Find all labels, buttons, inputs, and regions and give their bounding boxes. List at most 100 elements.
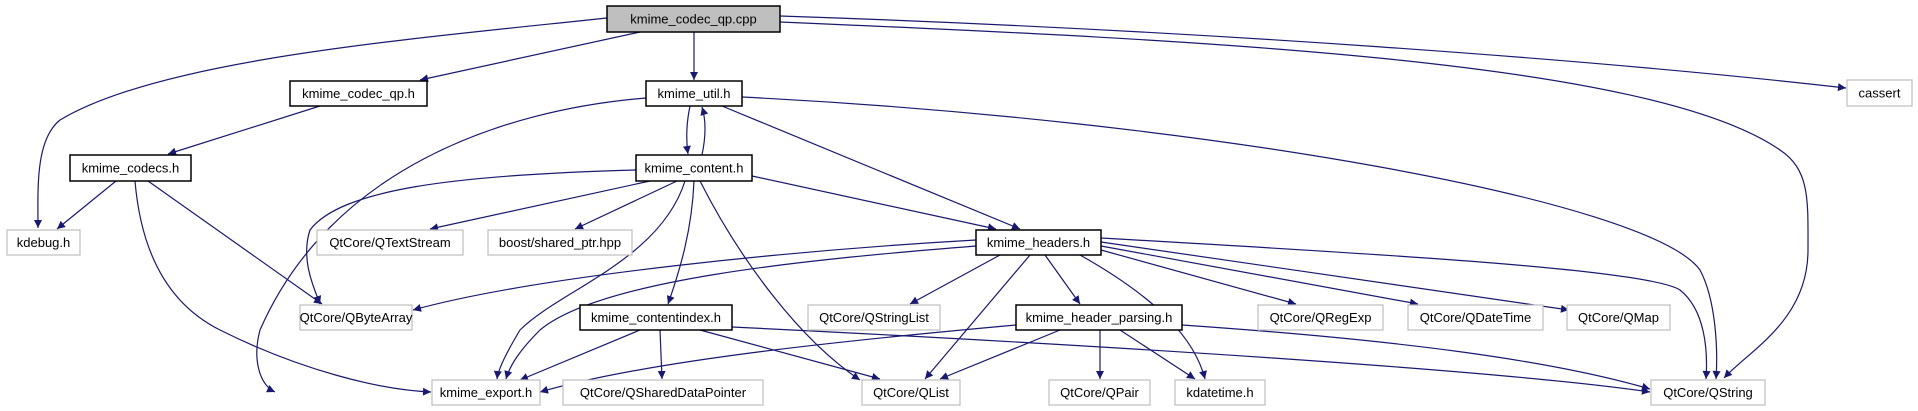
node-qregexp[interactable]: QtCore/QRegExp [1257,304,1384,331]
node-qtextstream[interactable]: QtCore/QTextStream [316,229,464,256]
node-label: kmime_content.h [645,161,744,176]
node-kdebug[interactable]: kdebug.h [6,229,81,256]
node-box [487,229,633,256]
node-qmap[interactable]: QtCore/QMap [1566,304,1671,331]
edge-util-to-headers [721,105,1021,230]
node-qstringlist[interactable]: QtCore/QStringList [807,304,941,331]
node-box [1566,304,1671,331]
edge-contentindex-to-qstring [731,326,1651,395]
node-kdatetime[interactable]: kdatetime.h [1174,379,1266,406]
node-qdatetime[interactable]: QtCore/QDateTime [1407,304,1544,331]
edge-codecs-to-kdebug [56,180,117,230]
node-label: kmime_codec_qp.cpp [630,12,756,27]
node-label: QtCore/QByteArray [300,310,413,325]
node-label: QtCore/QString [1663,385,1753,400]
node-box [1048,379,1151,406]
node-label: QtCore/QMap [1578,310,1659,325]
edge-headers-to-qstring [1100,237,1711,380]
edge-codecqp-to-codecs [167,105,321,156]
node-label: QtCore/QDateTime [1420,310,1532,325]
node-label: QtCore/QStringList [819,310,929,325]
node-label: QtCore/QPair [1060,385,1139,400]
node-qpair[interactable]: QtCore/QPair [1048,379,1151,406]
node-util[interactable]: kmime_util.h [645,80,743,107]
edge-content-to-util [700,106,709,156]
node-box [635,154,753,182]
node-content[interactable]: kmime_content.h [635,154,753,182]
node-label: kmime_headers.h [987,235,1090,250]
edge-contentindex-to-qshareddatapointer [657,329,666,380]
node-qbytearray[interactable]: QtCore/QByteArray [299,304,413,331]
node-headers[interactable]: kmime_headers.h [975,229,1102,256]
node-label: kdatetime.h [1186,385,1253,400]
node-box [606,5,781,33]
node-label: cassert [1859,86,1901,101]
edge-content-to-qtextstream [429,180,651,232]
edge-content-to-qbytearray [306,169,637,305]
edge-codecs-to-qbytearray [147,180,323,305]
node-label: QtCore/QTextStream [329,235,450,250]
edge-content-to-export [493,180,686,380]
nodes-layer: kmime_codec_qp.cpp kmime_codec_qp.h kmime_… [6,5,1913,406]
node-contentindex[interactable]: kmime_contentindex.h [579,304,733,331]
edge-contentindex-to-export [519,329,641,381]
node-headerparsing[interactable]: kmime_header_parsing.h [1015,304,1183,331]
node-qlist[interactable]: QtCore/QList [861,379,961,406]
node-label: QtCore/QSharedDataPointer [580,385,747,400]
node-box [431,379,541,406]
node-box [299,304,413,331]
node-label: boost/shared_ptr.hpp [499,235,621,250]
node-box [289,80,428,107]
node-box [562,379,764,406]
edge-codecs-to-export [134,180,432,396]
node-box [1174,379,1266,406]
edge-headers-to-qmap [1100,241,1570,313]
edge-headerparsing-to-kdatetime [1119,329,1196,380]
node-box [6,229,81,256]
edge-content-to-headers [751,175,997,232]
node-cassert[interactable]: cassert [1846,79,1913,107]
edge-cpp-to-kdebug [33,17,608,229]
node-box [579,304,733,331]
node-label: QtCore/QList [873,385,949,400]
node-codecs[interactable]: kmime_codecs.h [69,154,192,182]
edge-cpp-to-cassert [779,15,1847,92]
edge-headers-to-export [504,245,977,380]
node-label: kmime_contentindex.h [591,310,721,325]
edge-content-to-contentindex [666,180,695,305]
edge-cpp-to-qstring [779,21,1809,379]
node-qstring[interactable]: QtCore/QString [1650,379,1766,406]
node-label: kmime_header_parsing.h [1026,310,1173,325]
node-export[interactable]: kmime_export.h [431,379,541,406]
edge-util-to-content [682,105,691,155]
node-box [645,80,743,107]
edge-headers-to-headerparsing [1044,254,1081,305]
node-codecqp[interactable]: kmime_codec_qp.h [289,80,428,107]
node-box [1015,304,1183,331]
node-cpp[interactable]: kmime_codec_qp.cpp [606,5,781,33]
node-qshareddatapointer[interactable]: QtCore/QSharedDataPointer [562,379,764,406]
edge-content-to-sharedptr [574,180,678,230]
edge-util-to-export [256,97,647,393]
node-sharedptr[interactable]: boost/shared_ptr.hpp [487,229,633,256]
node-label: kmime_util.h [658,86,731,101]
edge-headerparsing-to-qlist [939,329,1061,380]
edge-contentindex-to-qlist [699,329,881,381]
node-box [1650,379,1766,406]
node-box [861,379,961,406]
node-box [807,304,941,331]
node-box [1846,79,1913,107]
edges-layer [33,15,1847,396]
node-label: kmime_codecs.h [82,161,180,176]
edge-headers-to-qbytearray [412,239,977,312]
node-box [1257,304,1384,331]
edge-util-to-qstring [741,96,1721,380]
node-box [316,229,464,256]
node-box [1407,304,1544,331]
node-box [69,154,192,182]
node-label: kdebug.h [17,235,71,250]
edge-cpp-to-codecqp [419,31,641,83]
edge-headers-to-qlist [924,254,1031,380]
edge-headers-to-qdatetime [1100,245,1419,307]
